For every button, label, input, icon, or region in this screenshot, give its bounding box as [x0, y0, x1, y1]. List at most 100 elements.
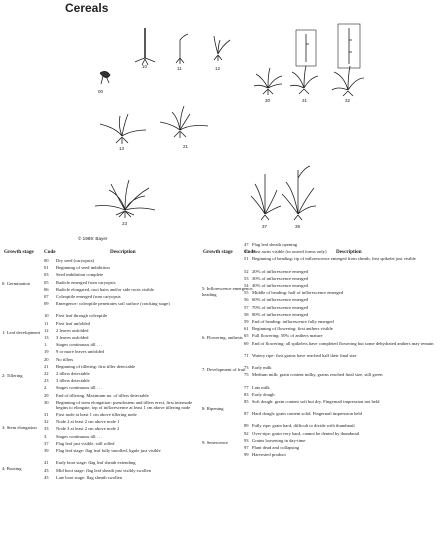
stage-description: Flag leaf sheath opening: [252, 242, 298, 247]
stage-code: 10: [44, 313, 49, 319]
left-header-description: Description: [110, 249, 136, 255]
stage-code: 69: [244, 340, 249, 346]
fig-label-21: 21: [183, 144, 189, 149]
right-header-description: Description: [336, 249, 362, 255]
fig-label-10: 10: [142, 64, 148, 69]
stage-code: 59: [244, 319, 249, 325]
stage-code: 56: [244, 297, 249, 303]
right-header-stage: Growth stage: [203, 249, 233, 255]
stage-description: End of tillering. Maximum no. of tillers…: [56, 392, 149, 398]
plant-23-illustration: [94, 179, 156, 218]
stage-description: Flag leaf stage: flag leaf fully unrolle…: [56, 448, 161, 454]
plant-00-illustration: [99, 71, 111, 85]
stage-description: Node 3 at least 2 cm above node 2: [56, 426, 120, 432]
stage-code: 31: [44, 412, 49, 418]
growth-stage-label: 2: Tillering: [2, 373, 23, 379]
stage-description: Early dough: [252, 391, 275, 397]
plant-12-illustration: [213, 35, 231, 61]
plant-30-illustration: [253, 67, 283, 95]
stage-code: 89: [244, 423, 249, 429]
fig-label-39: 39: [295, 224, 301, 229]
stage-code: 55: [244, 290, 249, 296]
growth-stage-label: 3: Stem elongation: [2, 425, 37, 431]
stage-code: 11: [44, 320, 49, 326]
growth-stage-label: 0: Germination: [2, 280, 30, 286]
stage-description: Beginning of flowering: first anthers vi…: [252, 326, 333, 332]
stage-code: 47: [244, 242, 249, 247]
stage-code: 97: [244, 445, 249, 451]
plant-31-illustration: [289, 29, 319, 95]
stage-description: Early milk: [252, 365, 272, 371]
growth-stage-label: 7: Development of fruit: [202, 367, 246, 373]
growth-stage-label: 8: Ripening: [202, 406, 224, 412]
stage-code: 1.: [44, 342, 48, 348]
stage-description: Seed imbibition complete: [56, 272, 104, 278]
stage-code: 87: [244, 411, 249, 417]
stage-code: 85: [244, 398, 249, 404]
stage-description: Radicle elongated, root hairs and/or sid…: [56, 286, 154, 292]
stage-code: 65: [244, 333, 249, 339]
stage-description: End of heading: inflorescence fully emer…: [252, 319, 334, 325]
stage-description: Beginning of stem elongation: pseudostem…: [56, 399, 193, 410]
fig-label-23: 23: [122, 221, 128, 226]
fig-label-00: 00: [98, 89, 104, 94]
growth-stage-label: 1: Leaf development: [2, 330, 41, 336]
stage-code: 51: [244, 256, 249, 262]
stage-description: Late boot stage: flag sheath swollen: [56, 474, 122, 480]
plant-32-illustration: [331, 23, 365, 97]
stage-description: Emergence: coleoptile penetrates soil su…: [56, 301, 170, 307]
stage-code: 29: [44, 392, 49, 398]
stage-description: Flag leaf just visible, still rolled: [56, 440, 115, 446]
stage-description: Coleoptile emerged from caryopsis: [56, 294, 121, 299]
stage-description: Stages continuous till . . .: [56, 433, 103, 439]
stage-code: 41: [44, 460, 49, 466]
stage-code: 52: [244, 268, 249, 274]
stage-description: First node at least 1 cm above tillering…: [56, 412, 137, 418]
stage-description: Radicle emerged from caryopsis: [56, 279, 116, 285]
fig-label-12: 12: [215, 66, 221, 71]
stage-code: 06: [44, 286, 49, 292]
stage-description: 9 or more leaves unfolded: [56, 349, 104, 355]
growth-stage-illustrations: 00 10 11 12 30 31 32 13 21 23 37 39: [94, 23, 365, 229]
stage-description: Beginning of tillering: first tiller det…: [56, 363, 136, 369]
stage-code: 43: [44, 467, 49, 473]
stage-code: 93: [244, 437, 249, 443]
stage-description: Beginning of seed imbibition: [56, 265, 110, 271]
stage-description: Hard dough: grain content solid. Fingern…: [252, 411, 362, 417]
fig-label-30: 30: [265, 98, 271, 103]
fig-label-13: 13: [119, 146, 125, 151]
stage-code: 21: [44, 363, 49, 369]
stage-code: 32: [44, 419, 49, 425]
stage-code: 12: [44, 327, 49, 333]
stage-description: Plant dead and collapsing: [252, 445, 300, 451]
stage-description: 3 leaves unfolded: [56, 335, 89, 341]
stage-code: 33: [44, 426, 49, 432]
plant-10-illustration: [134, 28, 156, 66]
stage-description: 2 leaves unfolded: [56, 327, 89, 333]
stage-description: 40% of inflorescence emerged: [252, 283, 308, 289]
stage-description: Late milk: [252, 384, 270, 390]
plant-13-illustration: [99, 113, 147, 144]
growth-stage-label: 6: Flowering, anthesis: [202, 334, 243, 340]
stage-description: End of flowering: all spikelets have com…: [252, 340, 434, 346]
stage-description: First leaf through coleoptile: [56, 313, 108, 319]
stage-code: 13: [44, 335, 49, 341]
stage-code: 49: [244, 249, 249, 255]
stage-description: Over-ripe: grain very hard, cannot be de…: [252, 430, 360, 436]
stage-description: 3 tillers detectable: [56, 378, 90, 384]
growth-stage-label: 9: Senescence: [202, 440, 228, 446]
stage-code: 77: [244, 384, 249, 390]
stage-code: 39: [44, 448, 49, 454]
stage-code: 45: [44, 474, 49, 480]
stage-code: 83: [244, 391, 249, 397]
plant-21-illustration: [159, 105, 209, 138]
stage-description: Middle of heading: half of inflorescence…: [252, 290, 343, 296]
stage-code: 57: [244, 304, 249, 310]
stage-code: 00: [44, 258, 49, 263]
stage-code: 03: [44, 272, 49, 278]
stage-code: 75: [244, 372, 249, 378]
right-header-code: Code: [244, 249, 256, 255]
stage-code: 37: [44, 440, 49, 446]
growth-stage-label: 5: Inflorescence emergence, heading: [202, 286, 254, 297]
stage-code: 71: [244, 352, 249, 358]
